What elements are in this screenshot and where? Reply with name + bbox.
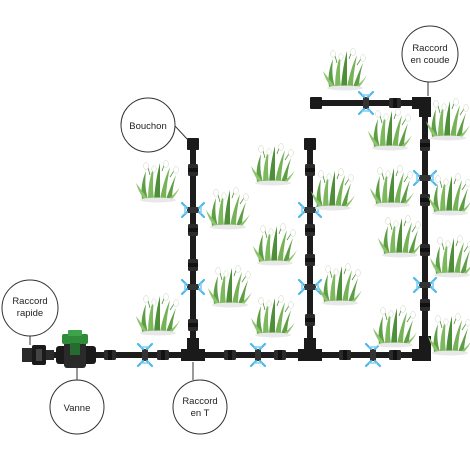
snowdrop-plant-icon <box>425 97 470 141</box>
callout-elbow-connector: Raccord en coude <box>401 25 459 96</box>
snowdrop-plant-icon <box>205 186 251 230</box>
pipe-coupler <box>420 194 430 206</box>
snowdrop-plant-icon <box>252 222 298 266</box>
quick-connector-icon <box>22 345 54 365</box>
snowdrop-plant-icon <box>377 214 423 258</box>
pipe-coupler <box>305 164 315 176</box>
label-raccord-coude-line1: Raccord <box>412 43 447 54</box>
pipe-coupler <box>305 254 315 266</box>
snowdrop-plant-icon <box>429 234 470 278</box>
label-bouchon: Bouchon <box>129 121 167 132</box>
end-cap-icon <box>187 138 199 150</box>
snowdrop-plant-icon <box>427 312 470 356</box>
pipe-coupler <box>420 299 430 311</box>
pipe-coupler <box>224 350 236 360</box>
pipe-coupler <box>157 350 169 360</box>
pipe-coupler <box>305 224 315 236</box>
snowdrop-plant-icon <box>427 172 470 216</box>
snowdrop-plant-icon <box>207 264 253 308</box>
pipe-coupler <box>188 224 198 236</box>
pipe-coupler <box>188 319 198 331</box>
pipe-coupler <box>389 350 401 360</box>
snowdrop-plant-icon <box>135 159 181 203</box>
pipe-coupler <box>339 350 351 360</box>
tee-connector-icon <box>298 338 322 361</box>
label-raccord-t-line2: en T <box>191 408 210 419</box>
label-raccord-coude-line2: en coude <box>410 55 449 66</box>
snowdrop-plant-icon <box>322 47 368 91</box>
pipe-coupler <box>188 259 198 271</box>
elbow-connector-icon <box>412 336 431 361</box>
snowdrop-plant-icon <box>310 167 356 211</box>
snowdrop-plant-icon <box>317 262 363 306</box>
pipe-coupler <box>274 350 286 360</box>
snowdrop-plant-icon <box>369 164 415 208</box>
end-cap-icon <box>310 97 322 109</box>
snowdrop-plant-icon <box>367 107 413 151</box>
label-vanne: Vanne <box>64 403 91 414</box>
pipe-coupler <box>305 314 315 326</box>
elbow-connector-icon <box>412 97 431 117</box>
end-cap-icon <box>304 138 316 150</box>
pipe-coupler <box>104 350 116 360</box>
pipe-coupler <box>420 139 430 151</box>
label-raccord-t-line1: Raccord <box>182 396 217 407</box>
label-raccord-rapide-line1: Raccord <box>12 296 47 307</box>
snowdrop-plant-icon <box>372 304 418 348</box>
snowdrop-plant-icon <box>135 292 181 336</box>
callout-valve: Vanne <box>49 366 105 435</box>
tee-connector-icon <box>181 338 205 361</box>
pipe-coupler <box>188 164 198 176</box>
pipe-coupler <box>420 244 430 256</box>
callout-tee-connector: Raccord en T <box>172 362 228 435</box>
label-raccord-rapide-line2: rapide <box>17 308 43 319</box>
callout-quick-connector: Raccord rapide <box>1 279 59 345</box>
callout-end-cap: Bouchon <box>120 97 189 153</box>
snowdrop-plant-icon <box>250 142 296 186</box>
valve-icon <box>56 330 96 368</box>
snowdrop-plant-icon <box>250 294 296 338</box>
pipe-coupler <box>389 98 401 108</box>
